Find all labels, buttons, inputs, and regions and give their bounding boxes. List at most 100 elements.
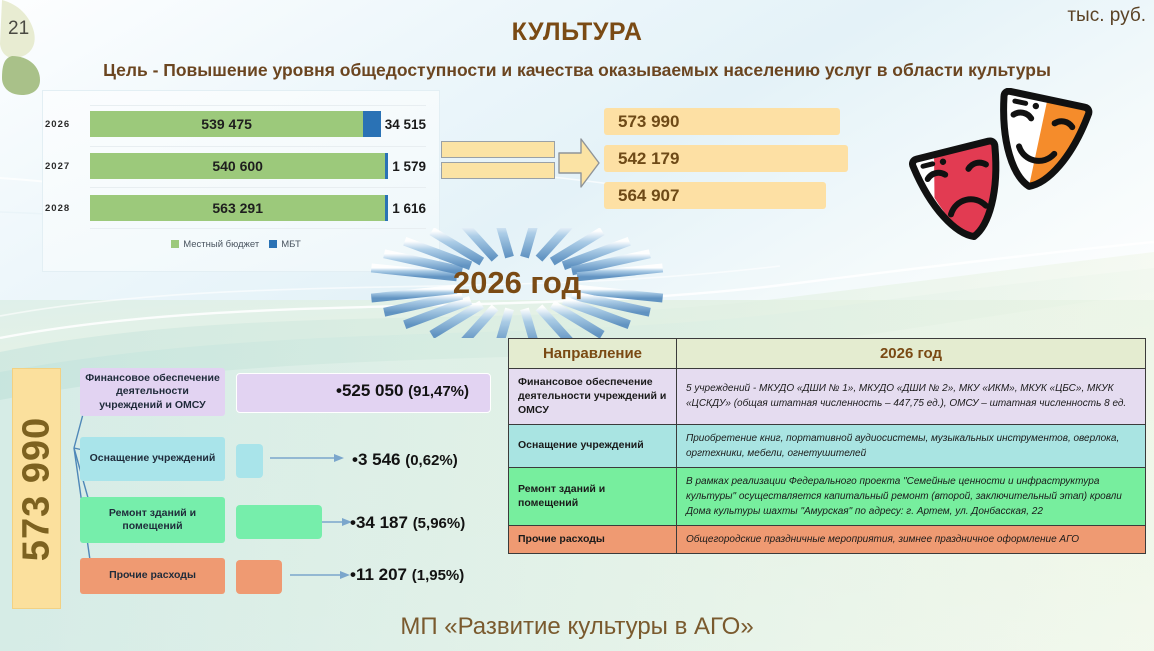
chart-category-label: 2026	[45, 118, 71, 130]
chart-bar-mbt-value: 1 579	[392, 158, 426, 174]
sunburst-ray	[403, 237, 473, 270]
table-col-direction: Направление	[508, 338, 677, 369]
chart-gridline	[90, 146, 426, 147]
breakdown-amount-2: •3 546 (0,62%)	[352, 450, 458, 470]
bullet-icon: •	[350, 565, 356, 584]
breakdown-box-label: Оснащение учреждений	[89, 452, 216, 465]
breakdown-box-4[interactable]: Прочие расходы	[80, 558, 225, 594]
right-arrow-icon	[558, 138, 600, 188]
table-row: Финансовое обеспечение деятельности учре…	[508, 368, 1146, 425]
yellow-bar-placeholder-1	[441, 141, 555, 158]
breakdown-amount-percent: (91,47%)	[408, 383, 470, 400]
legend-label: Местный бюджет	[183, 239, 260, 250]
table-cell-direction: Прочие расходы	[508, 524, 677, 554]
breakdown-amount-value: 3 546	[357, 450, 406, 469]
table-col-year: 2026 год	[676, 338, 1146, 369]
chart-bar-mbt	[385, 195, 389, 221]
directions-table: Направление 2026 год Финансовое обеспече…	[508, 338, 1146, 554]
chart-gridline	[90, 187, 426, 188]
program-footer: МП «Развитие культуры в АГО»	[400, 613, 754, 640]
breakdown-box-label: Прочие расходы	[109, 569, 196, 582]
bullet-icon: •	[336, 381, 342, 400]
year-badge: 2026 год	[352, 219, 682, 347]
chart-gridline	[90, 228, 426, 229]
table-cell-description: В рамках реализации Федерального проекта…	[676, 466, 1146, 526]
chart-legend-item: МБТ	[269, 239, 301, 250]
sunburst-ray	[370, 263, 458, 282]
bullet-icon: •	[350, 513, 356, 532]
breakdown-amount-value: 11 207	[355, 565, 412, 584]
sunburst-ray	[370, 284, 458, 303]
breakdown-amount-3: •34 187 (5,96%)	[350, 513, 465, 533]
chart-bar-local-budget: 563 291	[90, 195, 386, 221]
sunburst-ray	[570, 249, 651, 276]
leaf-icon	[0, 0, 40, 95]
chart-legend: Местный бюджет МБТ	[43, 239, 439, 250]
total-callout-2027: 542 179	[604, 145, 848, 172]
breakdown-amount-value: 525 050	[341, 381, 409, 400]
breakdown-swatch-2	[236, 444, 263, 478]
sunburst-ray	[460, 304, 499, 345]
chart-bar-local-budget: 539 475	[90, 111, 364, 137]
table-cell-description: Приобретение книг, портативной аудиосист…	[676, 423, 1146, 468]
sunburst-ray	[549, 227, 605, 266]
sunburst-ray	[535, 221, 574, 262]
chart-legend-item: Местный бюджет	[171, 239, 259, 250]
chart-bar-local-budget: 540 600	[90, 153, 386, 179]
breakdown-box-label: Финансовое обеспечение деятельности учре…	[85, 372, 220, 411]
table-cell-description: Общегородские праздничные мероприятия, з…	[676, 524, 1146, 554]
breakdown-swatch-4	[236, 560, 282, 594]
slide-number: 21	[8, 18, 30, 39]
chart-bar-mbt	[385, 153, 389, 179]
chart-category-label: 2027	[45, 160, 71, 172]
total-callout-2028: 564 907	[604, 182, 826, 209]
sunburst-ray	[549, 300, 605, 339]
total-vertical-bar: 573 990	[12, 368, 61, 609]
breakdown-box-3[interactable]: Ремонт зданий и помещений	[80, 497, 225, 543]
table-header-row: Направление 2026 год	[508, 338, 1146, 369]
sunburst-ray	[576, 284, 664, 303]
breakdown-amount-percent: (5,96%)	[412, 515, 466, 532]
chart-bar-row: 2026 539 475 34 515	[45, 109, 426, 139]
table-cell-description: 5 учреждений - МКУДО «ДШИ № 1», МКУДО «Д…	[676, 368, 1146, 425]
sunburst-ray	[576, 263, 664, 282]
total-callout-2026: 573 990	[604, 108, 840, 135]
legend-swatch	[171, 240, 180, 248]
chart-bar-mbt	[363, 111, 381, 137]
table-cell-direction: Ремонт зданий и помещений	[508, 466, 677, 526]
goal-subtitle: Цель - Повышение уровня общедоступности …	[103, 60, 1051, 80]
breakdown-amount-percent: (0,62%)	[405, 452, 458, 469]
sunburst-ray	[429, 227, 485, 266]
sunburst-ray	[561, 296, 631, 329]
chart-bar-row: 2027 540 600 1 579	[45, 151, 426, 181]
theater-masks-icon	[909, 88, 1093, 241]
breakdown-amount-value: 34 187	[355, 513, 413, 532]
legend-label: МБТ	[281, 239, 301, 250]
bullet-icon: •	[352, 450, 358, 469]
breakdown-amount-4: •11 207 (1,95%)	[350, 565, 464, 585]
yellow-bar-placeholder-2	[441, 162, 555, 179]
year-badge-label: 2026 год	[452, 265, 582, 300]
sunburst-ray	[403, 296, 473, 329]
page-title: КУЛЬТУРА	[511, 18, 643, 46]
breakdown-amount-1: •525 050 (91,47%)	[336, 381, 469, 401]
units-label: тыс. руб.	[1067, 5, 1146, 26]
breakdown-swatch-1	[236, 373, 491, 413]
breakdown-box-2[interactable]: Оснащение учреждений	[80, 437, 225, 481]
sunburst-ray	[383, 290, 464, 317]
sunburst-ray	[561, 237, 631, 270]
sunburst-ray	[429, 300, 485, 339]
sunburst-ray	[535, 304, 574, 345]
breakdown-amount-percent: (1,95%)	[411, 567, 465, 584]
breakdown-box-1[interactable]: Финансовое обеспечение деятельности учре…	[80, 368, 225, 416]
total-vertical-label: 573 990	[15, 416, 57, 561]
breakdown-box-label: Ремонт зданий и помещений	[108, 506, 197, 532]
table-cell-direction: Оснащение учреждений	[508, 423, 677, 468]
chart-bar-mbt-value: 34 515	[384, 116, 426, 132]
chart-gridline	[90, 105, 426, 106]
legend-swatch	[269, 240, 278, 248]
